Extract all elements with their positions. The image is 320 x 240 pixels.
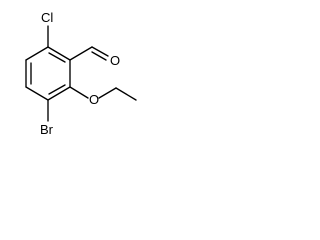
bond-ring-to-aldehyde-carbon [69,46,93,61]
ring-double-bond-inner-1 [48,52,66,63]
aldehyde-oxygen-label: O [110,53,120,68]
ring-double-bond-inner-2 [48,84,66,95]
ring-bond-c4-c5 [25,86,49,101]
aldehyde-double-bond-outer [91,46,109,57]
ring-bond-c1-c2 [47,46,71,61]
ring-bond-c3-c4 [47,86,71,101]
ether-oxygen-label: O [89,92,99,107]
bromine-label: Br [40,122,54,137]
chlorine-label: Cl [41,10,53,25]
aldehyde-double-bond-inner [91,51,107,61]
bond-ether-oxygen-to-ch2 [98,87,117,99]
bond-ring-to-ether-oxygen [69,86,89,99]
benzene-ring [25,46,71,101]
structure-canvas: Cl O O Br [0,0,181,177]
ring-bond-c6-c1 [25,46,49,61]
bond-ch2-to-ch3 [115,87,137,101]
chemical-structure-diagram: Cl O O Br [25,10,137,137]
